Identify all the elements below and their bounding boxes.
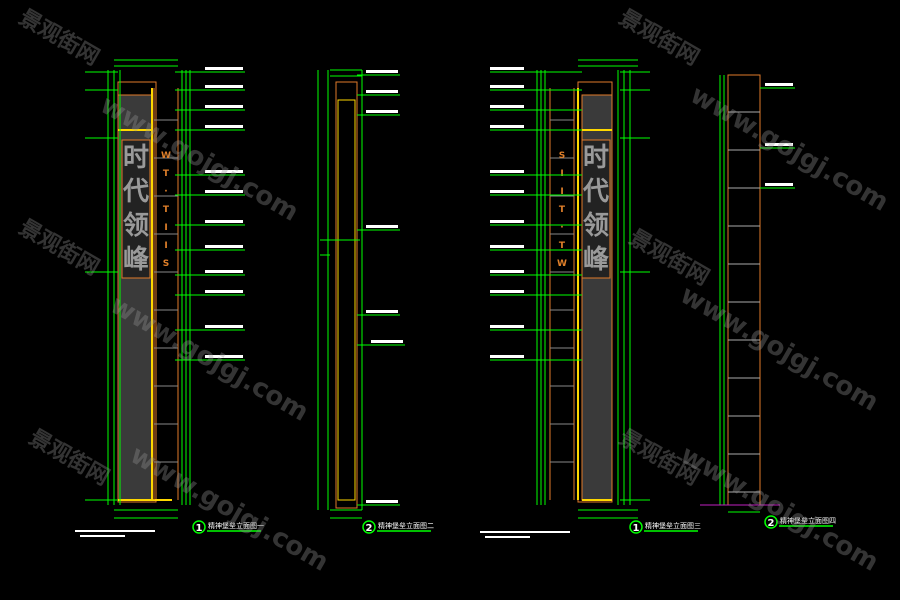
view-title: 精神堡垒立面图三: [645, 521, 701, 530]
sign-letter: S: [559, 151, 565, 161]
view-number-circle: [764, 515, 778, 529]
annotation-text: [205, 270, 243, 273]
annotation-text: [366, 70, 398, 73]
view-title: 精神堡垒立面图二: [378, 521, 434, 530]
annotation-text: [366, 310, 398, 313]
annotation-text: [765, 143, 793, 146]
note-text: [75, 530, 155, 532]
note-text: [80, 535, 125, 537]
annotation-text: [366, 90, 398, 93]
sign-letter: I: [164, 241, 167, 251]
view-number-circle: [362, 520, 376, 534]
view-number: 2: [768, 518, 775, 529]
sign-letter: I: [560, 169, 563, 179]
sign-text-box: [581, 139, 611, 279]
annotation-text: [490, 67, 524, 70]
sign-letter: T: [559, 205, 566, 215]
annotation-text: [205, 170, 243, 173]
sign-letter: T: [163, 205, 170, 215]
view-number: 1: [633, 523, 640, 534]
view-number: 2: [366, 523, 373, 534]
annotation-text: [765, 183, 793, 186]
sign-hanzi: 代: [582, 177, 609, 207]
annotation-text: [490, 270, 524, 273]
sign-letter: I: [164, 223, 167, 233]
sign-letter: T: [559, 241, 566, 251]
view-title: 精神堡垒立面图一: [208, 521, 264, 530]
annotation-text: [490, 220, 524, 223]
view-title: 精神堡垒立面图四: [780, 516, 836, 525]
view-number-circle: [629, 520, 643, 534]
annotation-text: [205, 85, 243, 88]
view-number: 1: [196, 523, 203, 534]
sign-text-box: [121, 139, 151, 279]
annotation-text: [490, 190, 524, 193]
annotation-text: [490, 85, 524, 88]
note-text: [480, 531, 570, 533]
sign-letter: ·: [164, 187, 167, 197]
annotation-text: [490, 325, 524, 328]
annotation-text: [490, 170, 524, 173]
side-column-grid: [727, 74, 761, 506]
sign-letter: W: [557, 259, 567, 269]
annotation-text: [205, 125, 243, 128]
annotation-text: [490, 105, 524, 108]
sign-letter: ·: [560, 223, 563, 233]
sign-hanzi: 领: [123, 210, 149, 241]
annotation-text: [205, 105, 243, 108]
annotation-text: [366, 225, 398, 228]
sign-letter: W: [161, 151, 171, 161]
side-column-inner: [337, 99, 356, 501]
annotation-text: [765, 83, 793, 86]
annotation-text: [205, 67, 243, 70]
annotation-text: [490, 290, 524, 293]
sign-letter: T: [163, 169, 170, 179]
annotation-text: [205, 190, 243, 193]
view-number-circle: [192, 520, 206, 534]
sign-hanzi: 时: [583, 143, 609, 173]
annotation-text: [205, 325, 243, 328]
sign-outer-frame: [117, 81, 157, 503]
annotation-text: [205, 355, 243, 358]
annotation-text: [366, 110, 398, 113]
annotation-text: [490, 355, 524, 358]
sign-hanzi: 时: [123, 143, 149, 173]
annotation-text: [490, 125, 524, 128]
sign-letter: S: [163, 259, 169, 269]
sign-letter: I: [560, 187, 563, 197]
annotation-text: [371, 340, 403, 343]
sign-hanzi: 峰: [583, 245, 609, 275]
note-text: [485, 536, 530, 538]
annotation-text: [205, 220, 243, 223]
annotation-text: [490, 245, 524, 248]
annotation-text: [205, 245, 243, 248]
side-column: [335, 81, 358, 509]
sign-hanzi: 代: [122, 177, 149, 207]
sign-hanzi: 领: [583, 210, 609, 241]
annotation-text: [366, 500, 398, 503]
sign-hanzi: 峰: [123, 245, 149, 275]
annotation-text: [205, 290, 243, 293]
